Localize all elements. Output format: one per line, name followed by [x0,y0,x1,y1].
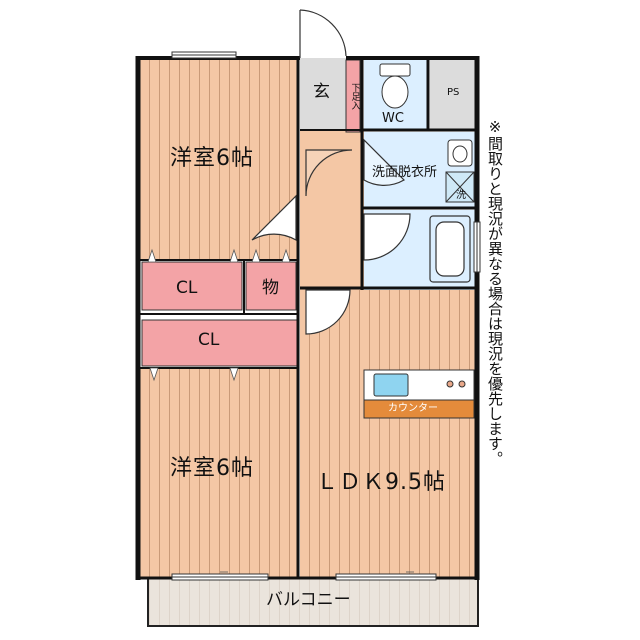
balcony-label: バルコニー [266,590,351,610]
ps-label: PS [447,87,460,98]
washer-label: 洗 [456,190,466,201]
closet-mid-label: CL [198,330,220,350]
storage-label: 物 [262,278,279,298]
sliding-door-marks [147,248,291,382]
closet-top-label: CL [176,278,198,298]
disclaimer-note: ※間取りと現況が異なる場合は現況を優先します。 [486,118,504,466]
washroom-label: 洗面脱衣所 [372,165,438,180]
kitchen-counter [363,369,475,419]
entrance-door [299,9,347,58]
western-room-top-label: 洋室6帖 [170,146,254,171]
entrance-floor [300,58,346,130]
wc-label: WC [382,111,404,126]
ldk-label: ＬＤＫ9.5帖 [316,470,446,495]
storage [245,261,297,311]
western-room-bottom-floor [140,368,298,578]
doors [251,138,411,335]
ps-area [430,58,476,130]
shoe-box-label: 下足入 [349,82,360,110]
ldk-floor [300,290,476,578]
western-room-bottom-label: 洋室6帖 [170,456,254,481]
closet-mid [141,319,299,367]
balcony-area [147,577,479,627]
wash-basin-icon [447,139,473,167]
washer-icon [445,171,475,203]
counter-label: カウンター [388,403,438,414]
entrance-label: 玄 [313,82,330,102]
windows [171,51,481,581]
toilet-icon [379,63,411,109]
bathtub-icon [429,215,471,283]
closet-top [141,261,243,311]
